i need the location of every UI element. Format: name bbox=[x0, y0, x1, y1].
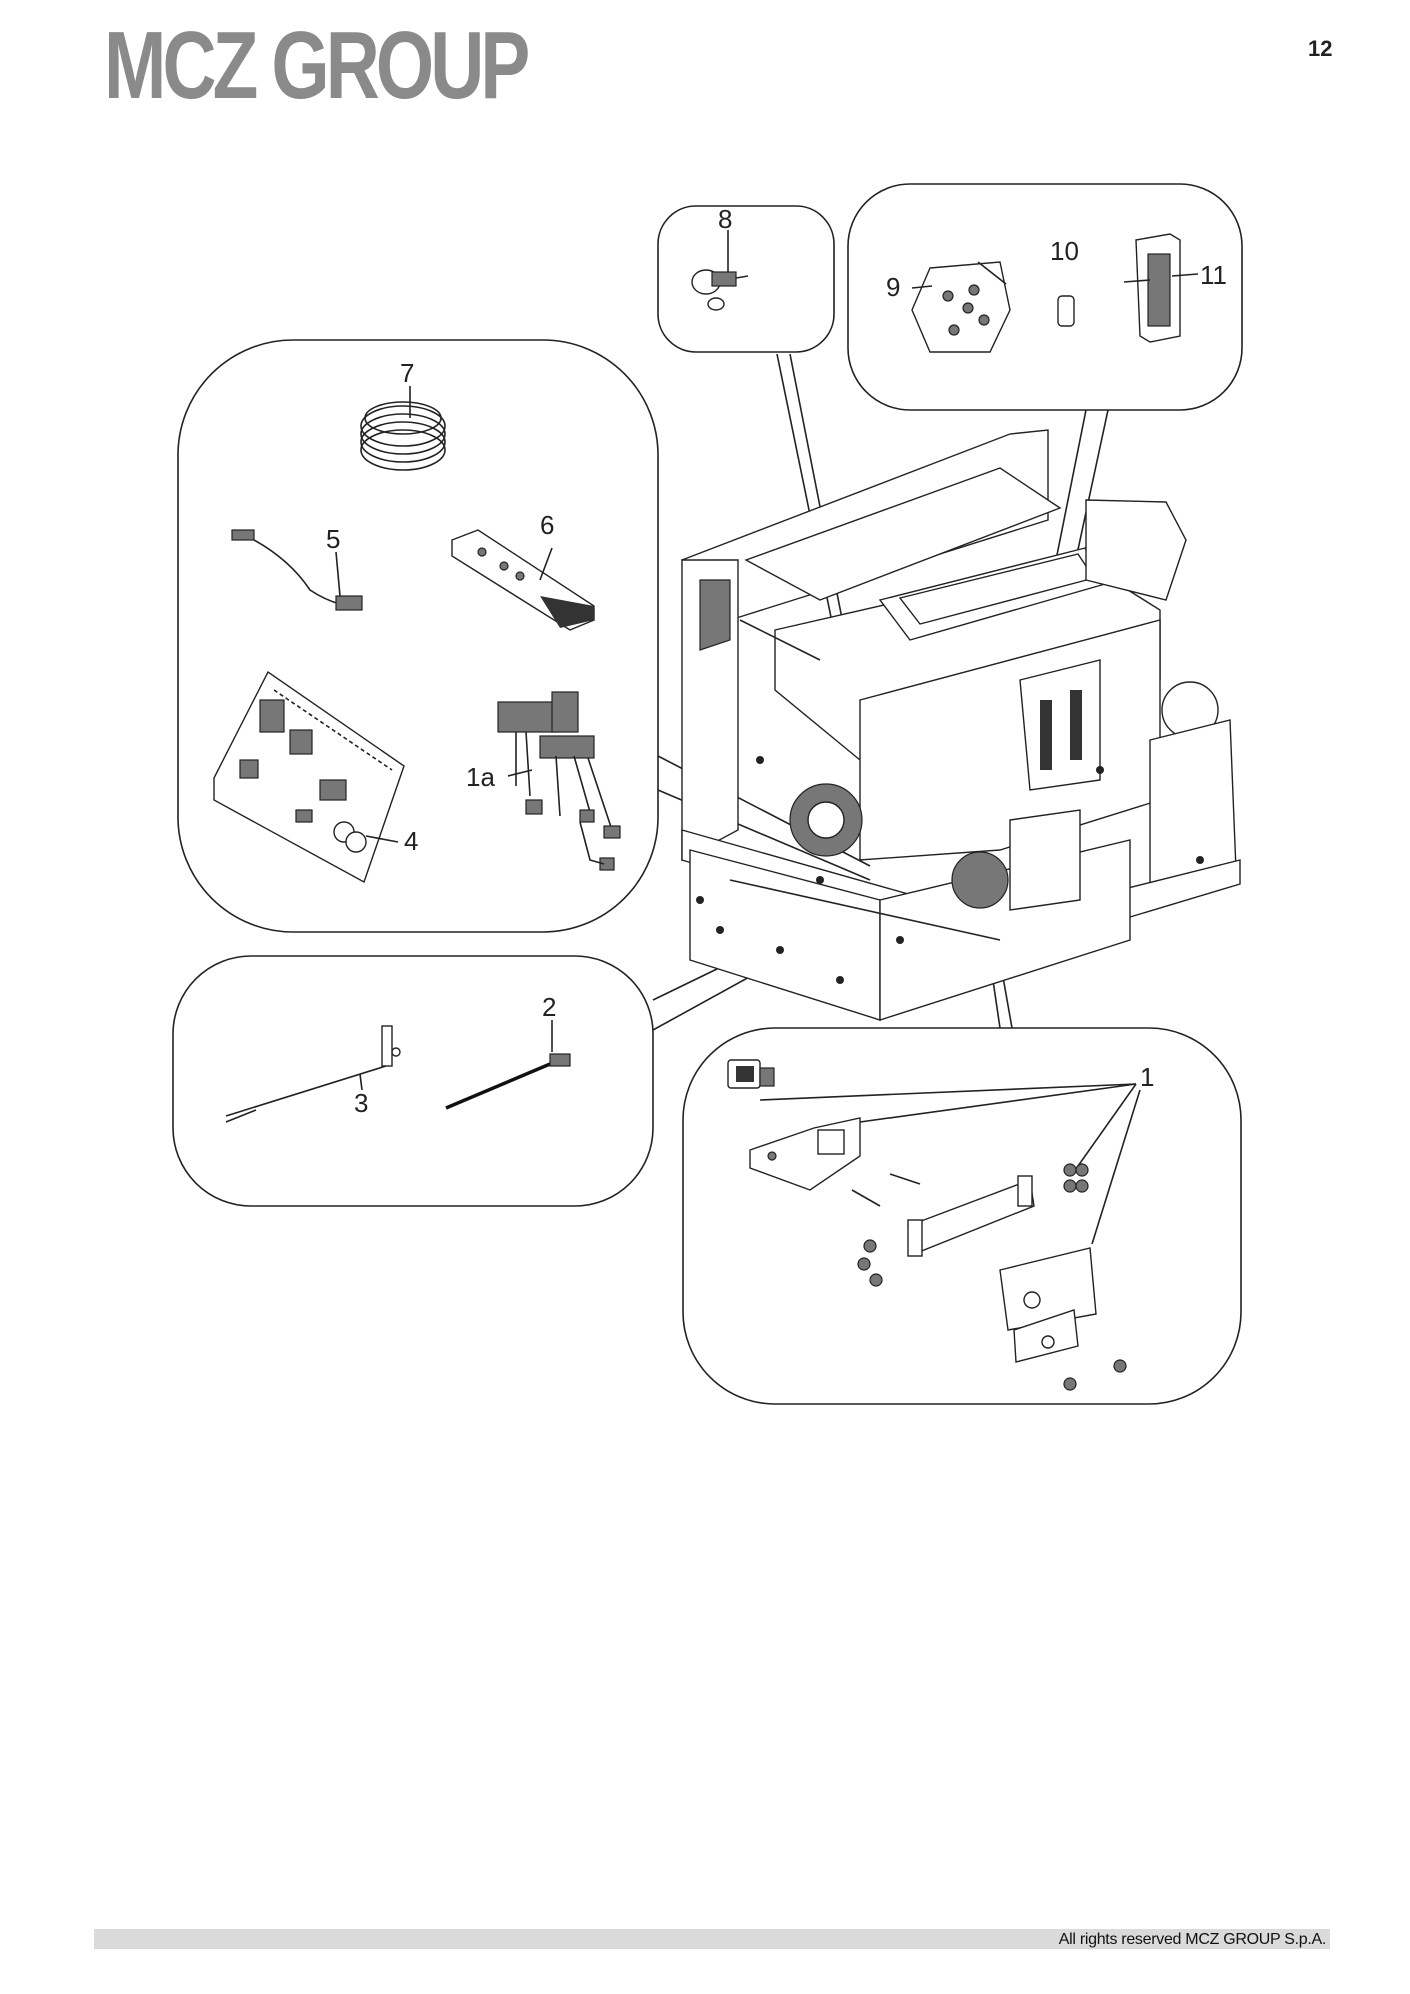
callout-6: 6 bbox=[540, 510, 554, 540]
callout-1a: 1a bbox=[466, 762, 495, 792]
callout-frame-electronics bbox=[177, 339, 659, 933]
callout-frame-switch-brackets bbox=[682, 1027, 1242, 1405]
callout-5: 5 bbox=[326, 524, 340, 554]
callout-frame-pressure-switch bbox=[847, 183, 1243, 411]
part-8-thermostat bbox=[691, 269, 749, 311]
callout-4: 4 bbox=[404, 826, 418, 856]
callout-11: 11 bbox=[1200, 260, 1227, 290]
callout-9: 9 bbox=[886, 272, 900, 302]
page-number: 12 bbox=[1308, 36, 1333, 61]
part-4-control-board bbox=[213, 670, 405, 884]
brand-logo: MCZ GROUP bbox=[104, 12, 530, 119]
part-1a-wiring-harness bbox=[497, 691, 621, 871]
part-11-bracket bbox=[1123, 233, 1181, 343]
part-1-switch-kit bbox=[727, 1059, 1127, 1391]
part-2-probe bbox=[445, 1053, 571, 1110]
callout-frame-probes bbox=[172, 955, 654, 1207]
part-6-keypad bbox=[451, 529, 595, 631]
part-7-cable-coil bbox=[360, 401, 446, 471]
part-9-pressure-switch bbox=[911, 261, 1011, 353]
stove-chassis bbox=[680, 429, 1241, 1021]
callout-3: 3 bbox=[354, 1088, 368, 1118]
callout-pointers bbox=[335, 230, 1199, 1245]
callout-frame-sensors bbox=[657, 205, 835, 353]
part-3-probe bbox=[225, 1025, 401, 1123]
callout-2: 2 bbox=[542, 992, 556, 1022]
part-5-flat-cable bbox=[231, 529, 363, 611]
callout-10: 10 bbox=[1050, 236, 1079, 266]
footer-copyright: All rights reserved MCZ GROUP S.p.A. bbox=[1058, 1931, 1327, 1948]
part-10-cylinder bbox=[1057, 295, 1075, 327]
callout-1: 1 bbox=[1140, 1062, 1154, 1092]
callout-7: 7 bbox=[400, 358, 414, 388]
callout-8: 8 bbox=[718, 204, 732, 234]
footer-bar bbox=[94, 1929, 1330, 1949]
